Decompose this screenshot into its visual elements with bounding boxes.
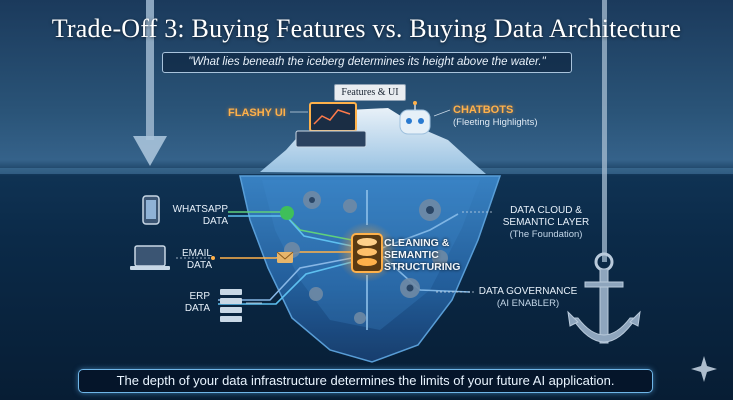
data-cloud-label: DATA CLOUD & SEMANTIC LAYER (The Foundat… (502, 205, 590, 240)
laptop-icon (130, 245, 170, 270)
features-ui-tag: Features & UI (334, 84, 406, 101)
cleaning-structuring-label: CLEANING & SEMANTIC STRUCTURING (384, 237, 461, 273)
anchor-icon (567, 252, 641, 344)
down-arrow-icon (133, 0, 167, 166)
quote-box: "What lies beneath the iceberg determine… (162, 52, 572, 73)
dashboard-device-icon (295, 102, 367, 148)
chatbots-sub-label: (Fleeting Highlights) (453, 117, 538, 128)
flashy-ui-label: FLASHY UI (228, 107, 286, 119)
chatbot-icon (399, 101, 431, 135)
erp-data-label: ERP DATA (184, 291, 210, 314)
chatbots-label: CHATBOTS (453, 104, 514, 116)
sparkle-icon (691, 356, 717, 382)
anchor-line (602, 0, 607, 262)
email-icon (277, 252, 293, 263)
page-title: Trade-Off 3: Buying Features vs. Buying … (51, 14, 682, 43)
data-governance-label: DATA GOVERNANCE (AI ENABLER) (478, 286, 578, 309)
server-icon (220, 289, 242, 322)
whatsapp-icon (280, 206, 294, 220)
bottom-banner: The depth of your data infrastructure de… (78, 369, 653, 393)
whatsapp-data-label: WHATSAPP DATA (172, 204, 228, 227)
iceberg-tip (260, 108, 486, 174)
email-data-label: EMAIL DATA (181, 248, 212, 271)
